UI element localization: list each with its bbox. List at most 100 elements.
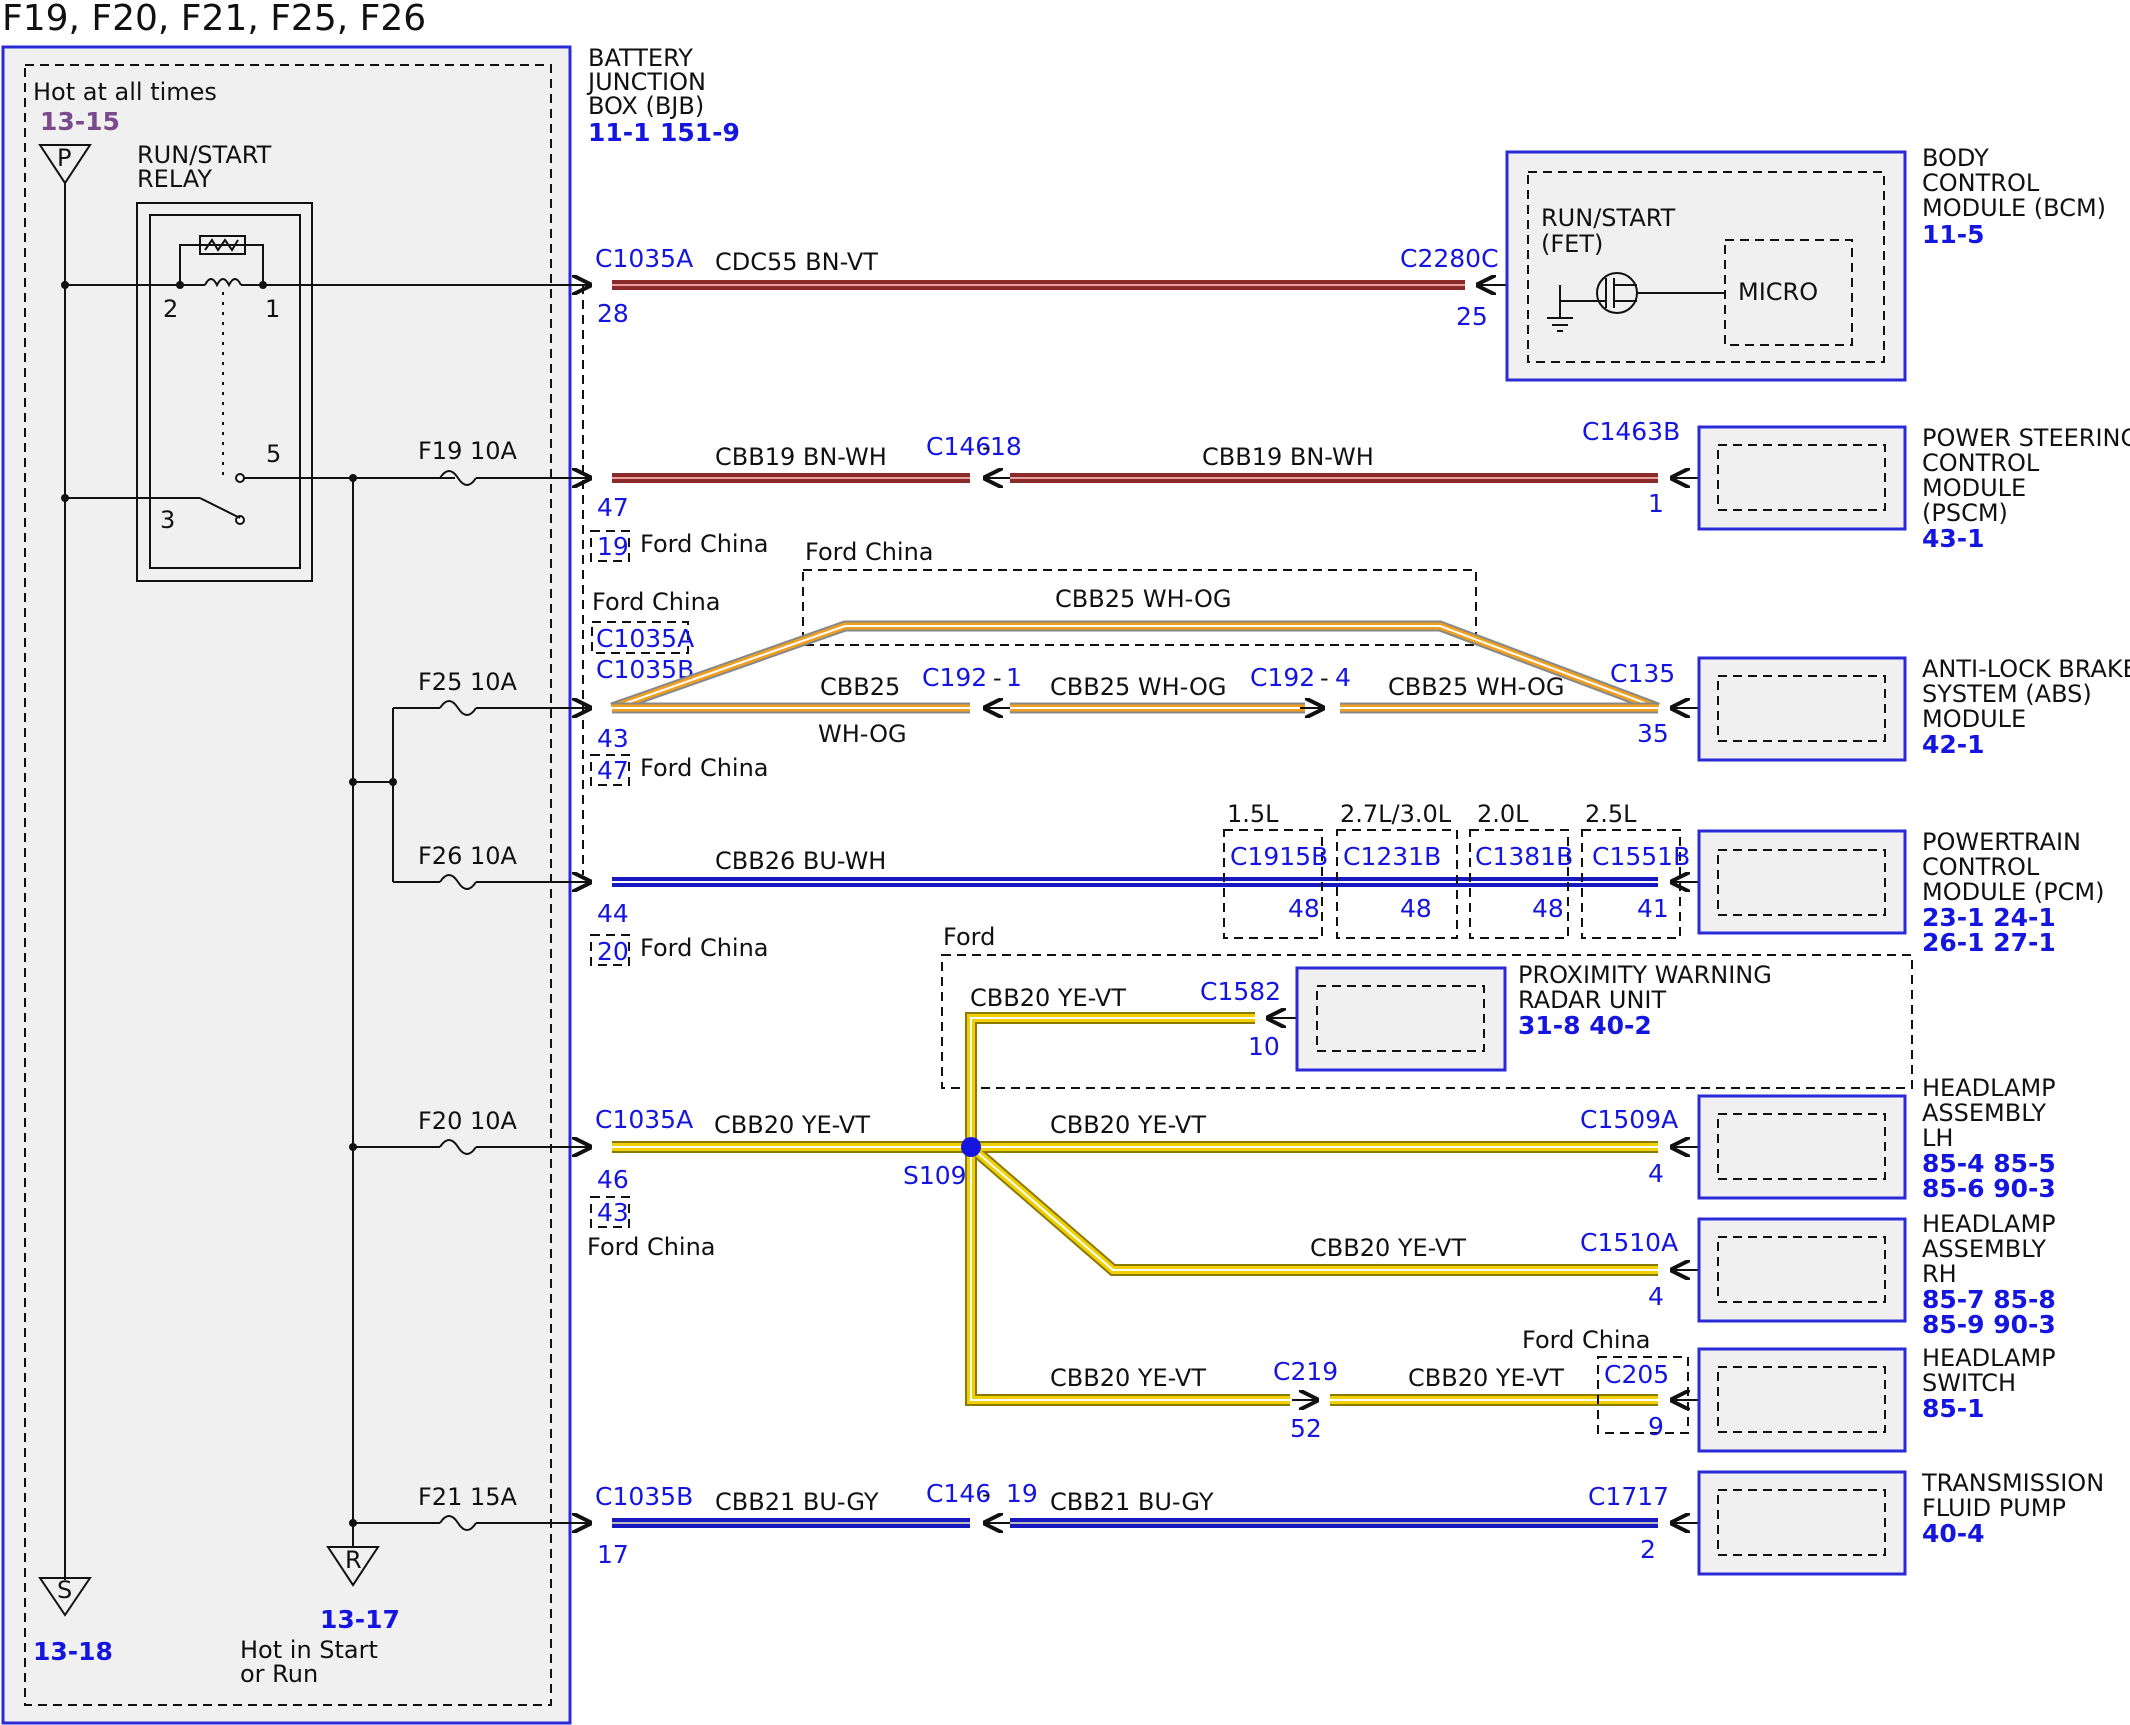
radar-box[interactable] [1295, 966, 1507, 1072]
hlh-name-2: ASSEMBLY [1922, 1099, 2046, 1127]
conn-c1509a[interactable]: C1509A [1580, 1105, 1678, 1134]
conn-c205[interactable]: C205 [1604, 1360, 1669, 1389]
relay-pin-3: 3 [160, 506, 175, 534]
wire-cbb20-lh-label: CBB20 YE-VT [1050, 1111, 1206, 1139]
radar-name-1: PROXIMITY WARNING [1518, 961, 1772, 989]
headlamp-lh-box[interactable] [1697, 1094, 1907, 1200]
conn-c1582[interactable]: C1582 [1200, 977, 1281, 1006]
pin-9: 9 [1648, 1412, 1664, 1441]
opt-47-box [590, 754, 630, 786]
pin-4-lh: 4 [1648, 1159, 1664, 1188]
conn-c1381b[interactable]: C1381B [1475, 842, 1573, 871]
hrh-ref-1[interactable]: 85-7 85-8 [1922, 1285, 2056, 1314]
pin-1: 1 [1648, 489, 1664, 518]
power-p-icon [38, 144, 92, 185]
pscm-ref[interactable]: 43-1 [1922, 524, 1985, 553]
conn-c1035a-top[interactable]: C1035A [595, 244, 693, 273]
bjb-label-3: BOX (BJB) [588, 92, 704, 120]
dash-c192-4: - [1320, 664, 1329, 692]
conn-c192-1[interactable]: C192 [922, 663, 987, 692]
headlamp-rh-inner [1717, 1236, 1886, 1303]
hrh-ref-2[interactable]: 85-9 90-3 [1922, 1310, 2056, 1339]
pin-c1231b: 48 [1400, 894, 1432, 923]
conn-c1035b-f21[interactable]: C1035B [595, 1482, 693, 1511]
power-s-symbol: S [57, 1576, 72, 1604]
abs-name-1: ANTI-LOCK BRAKE [1922, 655, 2130, 683]
ye-vt-harness[interactable] [612, 1141, 1658, 1406]
bjb-ref-2[interactable]: 151-9 [660, 118, 740, 147]
conn-c2280c[interactable]: C2280C [1400, 244, 1499, 273]
hsw-ref[interactable]: 85-1 [1922, 1394, 1985, 1423]
headlamp-rh-box[interactable] [1697, 1217, 1907, 1323]
conn-c135[interactable]: C135 [1610, 659, 1675, 688]
radar-ref[interactable]: 31-8 40-2 [1518, 1011, 1652, 1040]
bjb-label-1: BATTERY [588, 44, 693, 72]
wire-cdc55-label: CDC55 BN-VT [715, 248, 878, 276]
pin-44: 44 [597, 899, 629, 928]
opt-20-box [590, 934, 630, 966]
abs-inner [1717, 675, 1886, 742]
engine-3-label: 2.0L [1477, 800, 1529, 828]
pcm-ref-1[interactable]: 23-1 24-1 [1922, 903, 2056, 932]
wire-cbb19-a-label: CBB19 BN-WH [715, 443, 887, 471]
opt-43-box [590, 1196, 630, 1228]
pin-17: 17 [597, 1540, 629, 1569]
conn-c146-19[interactable]: C146 [926, 1479, 991, 1508]
pin-47: 47 [597, 493, 629, 522]
tfp-ref[interactable]: 40-4 [1922, 1519, 1985, 1548]
hot-at-all-times-ref[interactable]: 13-15 [40, 107, 120, 136]
conn-c1463b[interactable]: C1463B [1582, 417, 1680, 446]
pin-c1551b: 41 [1637, 894, 1669, 923]
ford-label: Ford [943, 923, 995, 951]
conn-c192-4[interactable]: C192 [1250, 663, 1315, 692]
conn-c1717[interactable]: C1717 [1588, 1482, 1669, 1511]
pscm-box[interactable] [1697, 425, 1907, 531]
conn-c1035a-f20[interactable]: C1035A [595, 1105, 693, 1134]
relay-box-inner [149, 214, 301, 569]
splice-s109[interactable]: S109 [903, 1161, 967, 1190]
pin-25: 25 [1456, 302, 1488, 331]
fuse-f21-label: F21 15A [418, 1483, 518, 1511]
power-r-ref[interactable]: 13-17 [320, 1605, 400, 1634]
pcm-ref-2[interactable]: 26-1 27-1 [1922, 928, 2056, 957]
pin-c192-4: 4 [1335, 663, 1351, 692]
pin-43-abs: 43 [597, 724, 629, 753]
splice-s109-icon [961, 1137, 981, 1157]
radar-name-2: RADAR UNIT [1518, 986, 1667, 1014]
conn-c1035a-opt[interactable]: C1035A [596, 624, 694, 653]
conn-c1915b[interactable]: C1915B [1230, 842, 1328, 871]
pscm-name-1: POWER STEERING [1922, 424, 2130, 452]
transmission-pump-box[interactable] [1697, 1470, 1907, 1576]
transmission-pump-inner [1717, 1489, 1886, 1556]
abs-ref[interactable]: 42-1 [1922, 730, 1985, 759]
pin-c146-19: 19 [1006, 1479, 1038, 1508]
relay-pin-2: 2 [163, 295, 178, 323]
bcm-ref[interactable]: 11-5 [1922, 220, 1985, 249]
headlamp-switch-box[interactable] [1697, 1347, 1907, 1453]
conn-c146-18[interactable]: C146 [926, 432, 991, 461]
ground-icon [1547, 285, 1606, 332]
pin-10: 10 [1248, 1032, 1280, 1061]
ford-china-box [802, 569, 1477, 646]
engine-4-label: 2.5L [1585, 800, 1637, 828]
conn-c219[interactable]: C219 [1273, 1357, 1338, 1386]
bjb-ref-1[interactable]: 11-1 [588, 118, 651, 147]
hlh-ref-2[interactable]: 85-6 90-3 [1922, 1174, 2056, 1203]
wire-cbb19-b-label: CBB19 BN-WH [1202, 443, 1374, 471]
abs-box[interactable] [1697, 656, 1907, 762]
conn-c1510a[interactable]: C1510A [1580, 1228, 1678, 1257]
conn-c1231b[interactable]: C1231B [1343, 842, 1441, 871]
bcm-inner [1527, 171, 1885, 363]
abs-name-2: SYSTEM (ABS) [1922, 680, 2092, 708]
pscm-name-4: (PSCM) [1922, 499, 2008, 527]
bcm-box[interactable] [1505, 150, 1907, 382]
node-bus-498 [61, 494, 69, 502]
fuse-f26: F26 10A [393, 842, 590, 889]
wire-cbb26-label: CBB26 BU-WH [715, 847, 886, 875]
power-s-ref[interactable]: 13-18 [33, 1637, 113, 1666]
hlh-ref-1[interactable]: 85-4 85-5 [1922, 1149, 2056, 1178]
conn-c1551b[interactable]: C1551B [1592, 842, 1690, 871]
pcm-box[interactable] [1697, 829, 1907, 935]
power-p-symbol: P [57, 144, 71, 172]
hlh-name-3: LH [1922, 1124, 1953, 1152]
